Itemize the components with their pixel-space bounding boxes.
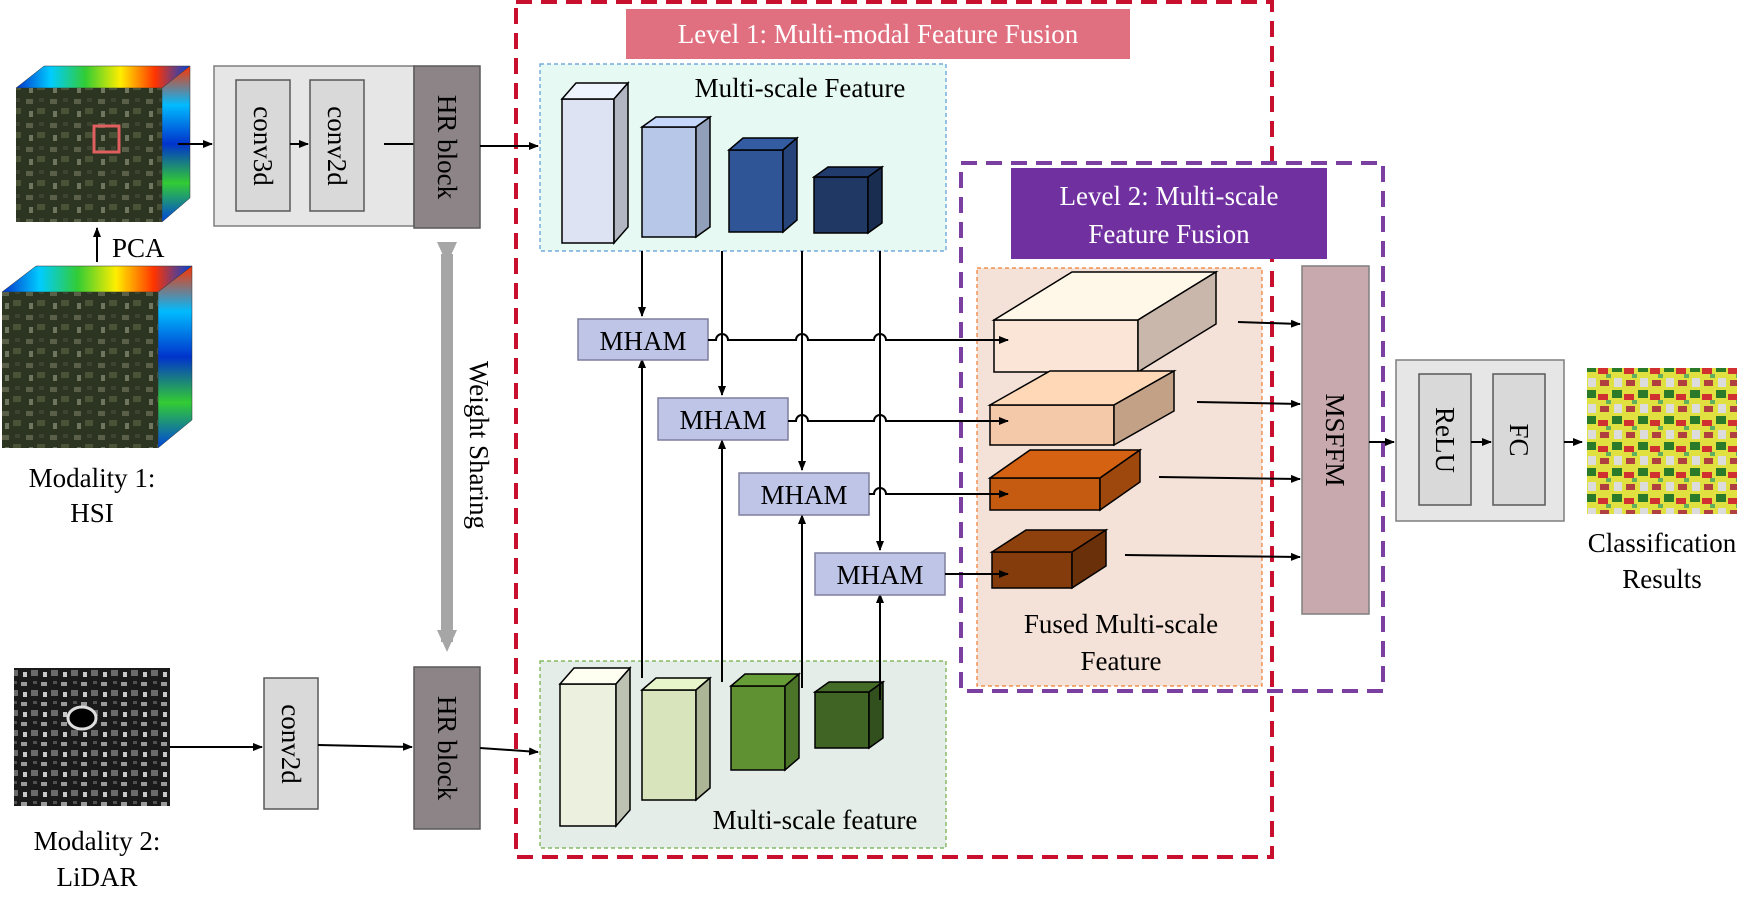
hsi-feature-cubes (560, 81, 885, 245)
fused-cube-2 (987, 369, 1177, 447)
fused-label-line1: Fused Multi-scale (1024, 609, 1218, 639)
hsi-label-line2: HSI (70, 498, 114, 528)
mham-block-2 (657, 397, 789, 441)
hsi-cube-3 (726, 136, 800, 234)
classification-map (1587, 368, 1737, 514)
level2-title-line1: Level 2: Multi-scale (1060, 181, 1279, 211)
patch-highlight (92, 124, 121, 154)
mham-block-1 (577, 318, 709, 361)
fused-to-msffm-arrows (1124, 319, 1301, 561)
lidar-cube-3 (728, 672, 802, 772)
level2-frame (959, 161, 1385, 693)
output-label-line1: Classification (1588, 528, 1737, 558)
hr-block-top-label: HR block (432, 95, 462, 200)
vertical-connectors (638, 251, 884, 700)
msffm-block (1301, 265, 1370, 615)
hsi-feature-label: Multi-scale Feature (695, 73, 906, 103)
hr-block-bottom-label: HR block (432, 696, 462, 801)
hsi-cube-2 (639, 115, 713, 239)
conv3d-label: conv3d (248, 106, 278, 186)
hsi-cube-1 (560, 81, 630, 245)
lidar-label-line1: Modality 2: (34, 826, 161, 856)
mham-to-fused-arrows (708, 333, 1009, 578)
weight-sharing-label: Weight Sharing (464, 361, 494, 529)
lidar-cube-4 (812, 680, 886, 750)
mham-blocks: MHAM MHAM MHAM MHAM (577, 318, 946, 596)
lidar-image (14, 668, 170, 806)
lidar-feature-label: Multi-scale feature (713, 805, 918, 835)
level2-title-box (1011, 168, 1327, 259)
conv3d-block (235, 79, 291, 212)
fused-cube-3 (987, 448, 1143, 512)
level1-title-box (626, 9, 1130, 59)
fused-label-line2: Feature (1081, 646, 1162, 676)
hsi-cube-4 (811, 165, 885, 235)
hsi-label-line1: Modality 1: (29, 463, 156, 493)
conv2d-hsi-label: conv2d (322, 106, 352, 186)
output-label-line2: Results (1622, 564, 1702, 594)
relu-block (1418, 373, 1472, 506)
mham-label-1: MHAM (599, 326, 686, 356)
lidar-cube-1 (558, 666, 632, 828)
mham-label-4: MHAM (836, 560, 923, 590)
pca-label: PCA (112, 233, 165, 263)
level1-title: Level 1: Multi-modal Feature Fusion (678, 19, 1079, 49)
level2-title-line2: Feature Fusion (1088, 219, 1250, 249)
lidar-label-line2: LiDAR (57, 862, 138, 892)
conv2d-lidar-label: conv2d (276, 704, 306, 784)
mham-label-2: MHAM (679, 405, 766, 435)
level1-frame (514, 0, 1274, 859)
msffm-label: MSFFM (1320, 393, 1350, 486)
conv2d-hsi-block (309, 79, 365, 212)
lidar-stadium (66, 705, 98, 731)
hsi-raw-cube (1, 265, 193, 449)
fc-block (1492, 373, 1546, 506)
relu-label: ReLU (1430, 407, 1460, 473)
hr-block-bottom (413, 666, 481, 830)
conv2d-lidar-block (263, 677, 319, 810)
hsi-pca-cube (15, 65, 191, 223)
fused-cube-1 (991, 270, 1219, 374)
mham-block-4 (814, 552, 946, 596)
lidar-cube-2 (639, 676, 713, 802)
fused-feature-cubes (987, 270, 1219, 590)
mham-label-3: MHAM (760, 480, 847, 510)
fc-label: FC (1504, 423, 1534, 456)
